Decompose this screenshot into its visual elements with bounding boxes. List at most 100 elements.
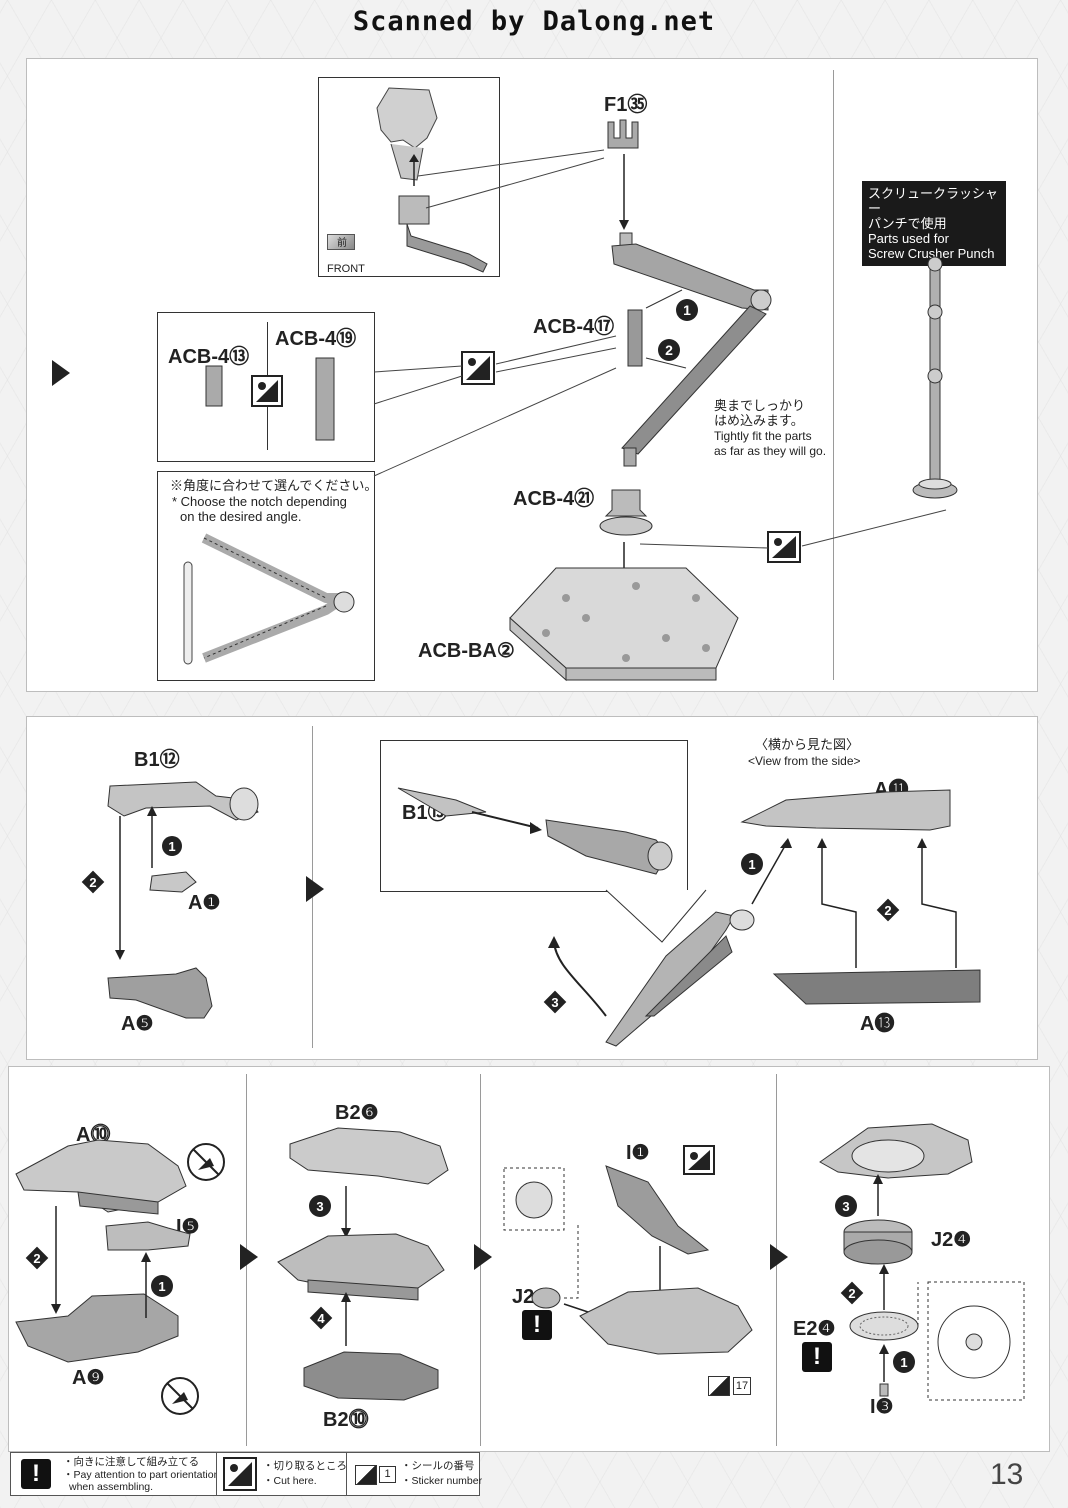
- notch-note-jp: ※角度に合わせて選んでください。: [170, 478, 378, 493]
- step-badge: [676, 299, 698, 321]
- notch-angle-inset: [157, 471, 375, 681]
- legend-sticker: 1 ・シールの番号 ・Sticker number: [346, 1452, 482, 1496]
- sticker-17-box: 17: [733, 1377, 751, 1395]
- part-label-b1-12: B1⑫: [134, 749, 180, 771]
- page-number: 13: [990, 1458, 1024, 1491]
- step-badge-num: 2: [33, 1251, 40, 1266]
- stand-assembly-drawing: 1 2: [183, 119, 958, 682]
- step-badge-num: 1: [168, 839, 175, 854]
- step-badge-num: 2: [665, 342, 673, 358]
- part-a10: [15, 1139, 187, 1215]
- legend-cut-jp: ・切り取るところ: [263, 1460, 347, 1472]
- front-label-jp: 前: [337, 238, 347, 249]
- arm-body: [605, 909, 755, 1047]
- part-label-b2-6: B2❻: [335, 1102, 379, 1124]
- body-top-assembly: [819, 1123, 973, 1179]
- part-a5: [107, 967, 213, 1019]
- arm-assembly-drawing: 1 2 3 1 2: [81, 781, 981, 1047]
- part-f1: [607, 119, 639, 149]
- fit-note-en-1: Tightly fit the parts: [714, 429, 812, 443]
- step-badge-num: 3: [316, 1199, 323, 1214]
- part-e2-4: [849, 1311, 919, 1341]
- part-acb4-17: [627, 309, 643, 367]
- part-label-b2-10: B2⓾: [323, 1409, 369, 1431]
- legend-cut: ・切り取るところ ・Cut here.: [216, 1452, 348, 1496]
- screw-crusher-note: スクリュークラッシャー パンチで使用 Parts used for Screw …: [862, 181, 1006, 266]
- part-a11: [740, 789, 951, 831]
- sticker-number-box: 1: [379, 1466, 396, 1483]
- screw-note-en-2: Screw Crusher Punch: [868, 246, 995, 261]
- part-label-acb4-17: ACB-4⑰: [533, 316, 615, 338]
- part-label-acb4-19: ACB-4⑲: [275, 328, 357, 350]
- sticker-icon: [355, 1465, 377, 1485]
- part-j2-4: [843, 1219, 913, 1265]
- part-label-a5: A❺: [121, 1013, 154, 1035]
- body-assembly-drawing: 2 1 3 4: [15, 1123, 1025, 1415]
- step-badge-num: 1: [900, 1355, 907, 1370]
- body-subassembly-2: [579, 1287, 753, 1355]
- front-direction-icon: [327, 234, 355, 250]
- part-j2-1: [531, 1287, 561, 1309]
- step-arrow-icon: [240, 1244, 258, 1270]
- step-arrow-icon: [770, 1244, 788, 1270]
- scan-watermark: Scanned by Dalong.net: [352, 6, 716, 37]
- fit-note-jp-1: 奥までしっかり: [714, 398, 806, 413]
- front-view-inset: 前 FRONT: [318, 77, 500, 277]
- part-label-a9: A❾: [72, 1367, 105, 1389]
- step-badge-num: 2: [89, 875, 96, 890]
- part-b1-13: [397, 787, 673, 875]
- screw-crusher-stand: [912, 256, 958, 499]
- panel-divider: [833, 70, 834, 680]
- part-i1: [605, 1165, 710, 1255]
- part-acb4-21: [599, 489, 653, 536]
- part-label-acb4-13: ACB-4⑬: [168, 346, 250, 368]
- step-arrow-icon: [474, 1244, 492, 1270]
- step-badge-num: 2: [884, 903, 891, 918]
- cut-nipper-icon: [767, 531, 801, 563]
- part-j2-1-detail: [515, 1181, 553, 1219]
- part-i3: [879, 1383, 889, 1397]
- fit-note-en-2: as far as they will go.: [714, 444, 827, 458]
- legend-attention-jp: ・向きに注意して組み立てる: [63, 1456, 200, 1468]
- part-a13: [772, 969, 981, 1005]
- part-label-f1-35: F1㉟: [604, 94, 648, 116]
- part-label-a13: A⓭: [860, 1013, 895, 1035]
- part-acb4-13: [205, 365, 223, 407]
- step-badge-num: 3: [551, 995, 558, 1010]
- screw-note-en-1: Parts used for: [868, 231, 949, 246]
- notch-note-en-1: * Choose the notch depending: [172, 494, 347, 509]
- symbol-legend: ! ・向きに注意して組み立てる ・Pay attention to part o…: [10, 1452, 482, 1496]
- screw-note-jp-1: スクリュークラッシャー: [868, 186, 999, 216]
- part-a1: [149, 871, 197, 893]
- sticker-17-marker: [708, 1376, 730, 1396]
- step-badge-num: 1: [683, 302, 691, 318]
- step-arrow-icon: [306, 876, 324, 902]
- part-label-i3: I❸: [870, 1396, 894, 1418]
- legend-attention-en-2: when assembling.: [69, 1481, 154, 1493]
- step-badge-num: 1: [158, 1279, 165, 1294]
- part-label-acb4-21: ACB-4㉑: [513, 488, 595, 510]
- no-cut-icon: [161, 1377, 199, 1415]
- step-badge-num: 1: [748, 857, 755, 872]
- body-subassembly: [277, 1233, 445, 1301]
- part-label-j2-4: J2❹: [931, 1229, 972, 1251]
- sticker-17-number: 17: [735, 1380, 749, 1392]
- stand-lower-arm: [621, 305, 767, 467]
- step-badge-num: 2: [848, 1286, 855, 1301]
- attention-icon: !: [522, 1310, 552, 1340]
- cut-nipper-icon: [461, 351, 495, 385]
- front-label-en: FRONT: [327, 263, 365, 275]
- part-acb-ba2: [509, 567, 739, 682]
- legend-sticker-jp: ・シールの番号: [401, 1460, 475, 1472]
- attention-icon: !: [21, 1459, 51, 1489]
- legend-cut-en: ・Cut here.: [263, 1475, 317, 1487]
- part-i5: [105, 1221, 191, 1251]
- step-badge-num: 3: [842, 1199, 849, 1214]
- stand-upper-arm: [611, 232, 772, 311]
- notch-note-en-2: on the desired angle.: [180, 509, 302, 524]
- part-b1-12: [107, 781, 259, 821]
- fit-note-jp-2: はめ込みます。: [714, 413, 804, 428]
- legend-attention: ! ・向きに注意して組み立てる ・Pay attention to part o…: [10, 1452, 219, 1496]
- part-b2-6: [289, 1127, 449, 1185]
- part-b2-10: [303, 1351, 439, 1401]
